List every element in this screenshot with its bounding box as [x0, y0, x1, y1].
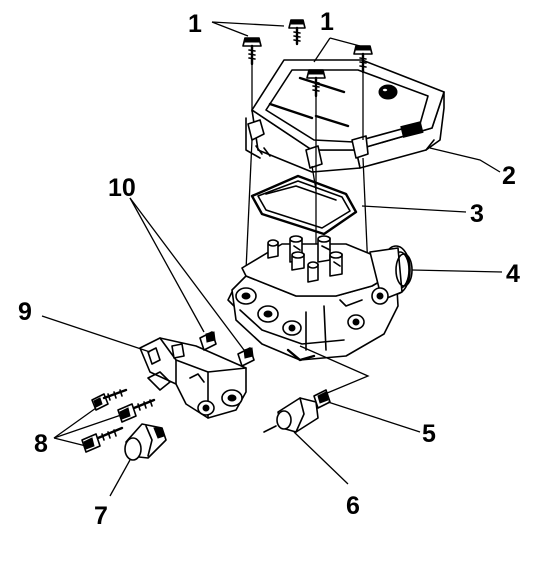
cover-screws	[242, 19, 373, 98]
screw-right	[353, 45, 373, 74]
modulator-body	[227, 235, 413, 362]
leader-lines	[41, 21, 503, 497]
sensor	[124, 423, 167, 461]
screw-top-left	[242, 37, 262, 66]
solenoid-towers	[267, 235, 343, 283]
callout-6: 6	[346, 492, 360, 520]
screw-top-center	[288, 19, 306, 46]
callout-1-left: 1	[188, 10, 202, 38]
callout-10: 10	[108, 174, 136, 202]
plug-valve	[263, 389, 331, 433]
callout-9: 9	[18, 298, 32, 326]
callout-2: 2	[502, 162, 516, 190]
callout-labels: 1 1 2 3 4 5 6 7 8 9 10	[18, 8, 520, 530]
callout-7: 7	[94, 502, 108, 530]
callout-5: 5	[422, 420, 436, 448]
valve-bracket	[139, 337, 247, 419]
mounting-bolts	[81, 388, 156, 453]
cover	[245, 59, 445, 173]
bolt-1	[91, 388, 128, 411]
bolt-2	[117, 398, 156, 423]
bolt-3	[81, 426, 124, 453]
callout-8: 8	[34, 430, 48, 458]
screw-center	[306, 69, 326, 98]
callout-1-right: 1	[320, 8, 334, 36]
gasket	[250, 174, 358, 236]
small-fittings	[199, 331, 255, 367]
callout-3: 3	[470, 200, 484, 228]
callout-4: 4	[506, 260, 520, 288]
